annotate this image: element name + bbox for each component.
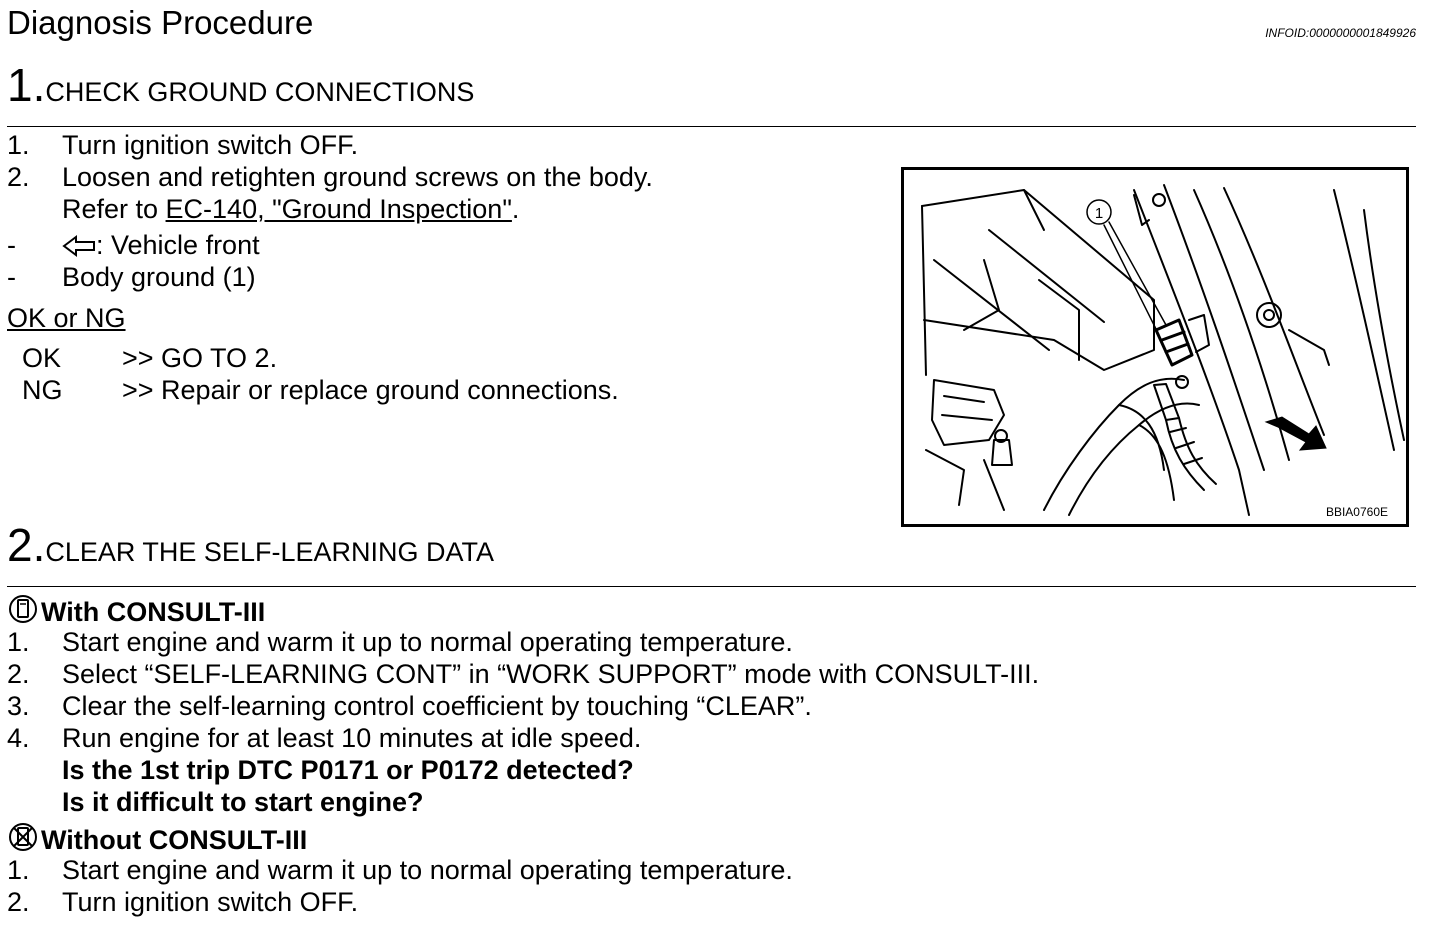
list-item: 2. Loosen and retighten ground screws on… bbox=[7, 162, 653, 192]
list-item: - : Vehicle front bbox=[7, 230, 260, 260]
list-item: 2. Turn ignition switch OFF. bbox=[7, 887, 359, 917]
ok-ng-label: OK or NG bbox=[7, 303, 126, 333]
step-1-divider bbox=[7, 126, 1416, 127]
question-dtc: Is the 1st trip DTC P0171 or P0172 detec… bbox=[62, 755, 634, 785]
result-ng-action: >> Repair or replace ground connections. bbox=[122, 375, 619, 405]
result-ng-code: NG bbox=[22, 375, 63, 405]
without-consult-heading: Without CONSULT-III bbox=[7, 822, 307, 856]
list-item: - Body ground (1) bbox=[7, 262, 256, 292]
step-1-heading: 1.CHECK GROUND CONNECTIONS bbox=[7, 58, 474, 112]
figure-code: BBIA0760E bbox=[1325, 505, 1388, 519]
ground-inspection-link[interactable]: EC-140, "Ground Inspection" bbox=[165, 194, 512, 224]
step-1-number: 1. bbox=[7, 59, 46, 111]
consult-tool-icon bbox=[9, 595, 37, 623]
ground-location-figure: 1 BBIA0760E bbox=[901, 167, 1409, 527]
info-id: INFOID:0000000001849926 bbox=[1265, 26, 1416, 40]
vehicle-front-arrow-icon bbox=[1264, 416, 1327, 451]
list-item: 2. Select “SELF-LEARNING CONT” in “WORK … bbox=[7, 659, 1040, 689]
result-ok-code: OK bbox=[22, 343, 62, 373]
list-item: 4. Run engine for at least 10 minutes at… bbox=[7, 723, 642, 753]
engine-bay-illustration: 1 bbox=[921, 184, 1405, 516]
step-1-title: CHECK GROUND CONNECTIONS bbox=[45, 77, 475, 107]
step-2-heading: 2.CLEAR THE SELF-LEARNING DATA bbox=[7, 518, 494, 572]
page-title: Diagnosis Procedure bbox=[7, 4, 314, 41]
figure-callout-1: 1 bbox=[1095, 205, 1103, 222]
result-ok-action: >> GO TO 2. bbox=[122, 343, 278, 373]
step-2-title: CLEAR THE SELF-LEARNING DATA bbox=[45, 537, 494, 567]
list-item: 1. Start engine and warm it up to normal… bbox=[7, 855, 793, 885]
list-item: 3. Clear the self-learning control coeff… bbox=[7, 691, 812, 721]
with-consult-heading: With CONSULT-III bbox=[7, 594, 265, 628]
arrow-left-icon bbox=[62, 235, 95, 257]
step-2-number: 2. bbox=[7, 519, 46, 571]
list-item: 1. Start engine and warm it up to normal… bbox=[7, 627, 793, 657]
no-consult-tool-icon bbox=[9, 823, 37, 851]
step-2-divider bbox=[7, 586, 1416, 587]
refer-line: Refer to EC-140, "Ground Inspection". bbox=[62, 194, 520, 224]
question-start: Is it difficult to start engine? bbox=[62, 787, 424, 817]
list-item: 1. Turn ignition switch OFF. bbox=[7, 130, 359, 160]
